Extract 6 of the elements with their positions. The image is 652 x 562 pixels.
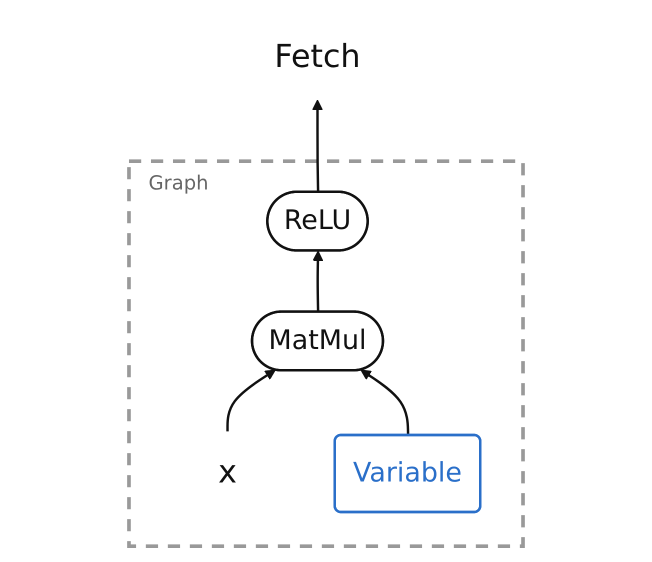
arrow: [360, 370, 410, 436]
node-text: x: [218, 454, 237, 492]
arrow: [312, 100, 323, 192]
arrow: [312, 250, 324, 312]
node-text: Fetch: [274, 39, 361, 76]
arrow: [226, 370, 276, 432]
